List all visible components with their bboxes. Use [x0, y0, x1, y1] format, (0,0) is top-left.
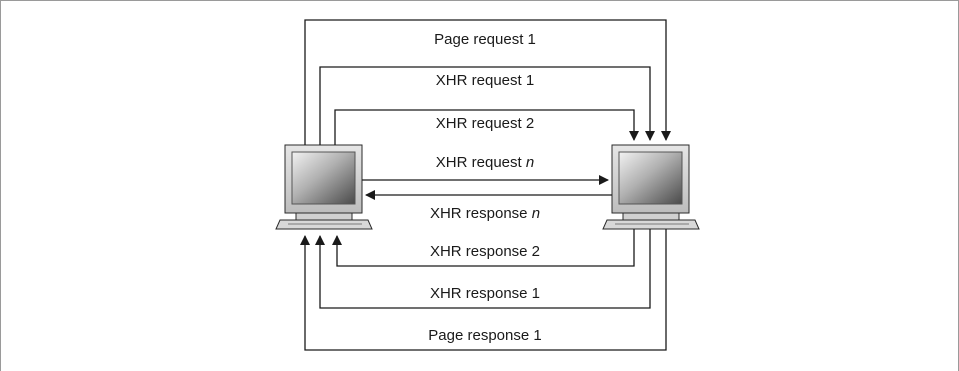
- xhr-response-1-arrow: [315, 229, 651, 309]
- xhr-response-2-label: XHR response 2: [430, 243, 540, 260]
- page-request-1-arrow: [304, 19, 671, 145]
- page-response-1-arrow: [300, 229, 667, 351]
- xhr-request-2-label: XHR request 2: [436, 115, 534, 132]
- xhr-response-2-arrow: [332, 229, 635, 267]
- xhr-request-n-label: XHR request n: [436, 154, 534, 171]
- xhr-request-1-label: XHR request 1: [436, 72, 534, 89]
- page-response-1-label: Page response 1: [428, 327, 541, 344]
- page-request-1-label: Page request 1: [434, 31, 536, 48]
- server-computer-icon: [602, 144, 700, 230]
- xhr-request-1-arrow: [319, 66, 655, 145]
- xhr-request-2-arrow: [334, 109, 639, 145]
- xhr-response-n-label: XHR response n: [430, 205, 540, 222]
- xhr-response-1-label: XHR response 1: [430, 285, 540, 302]
- client-computer-icon: [275, 144, 373, 230]
